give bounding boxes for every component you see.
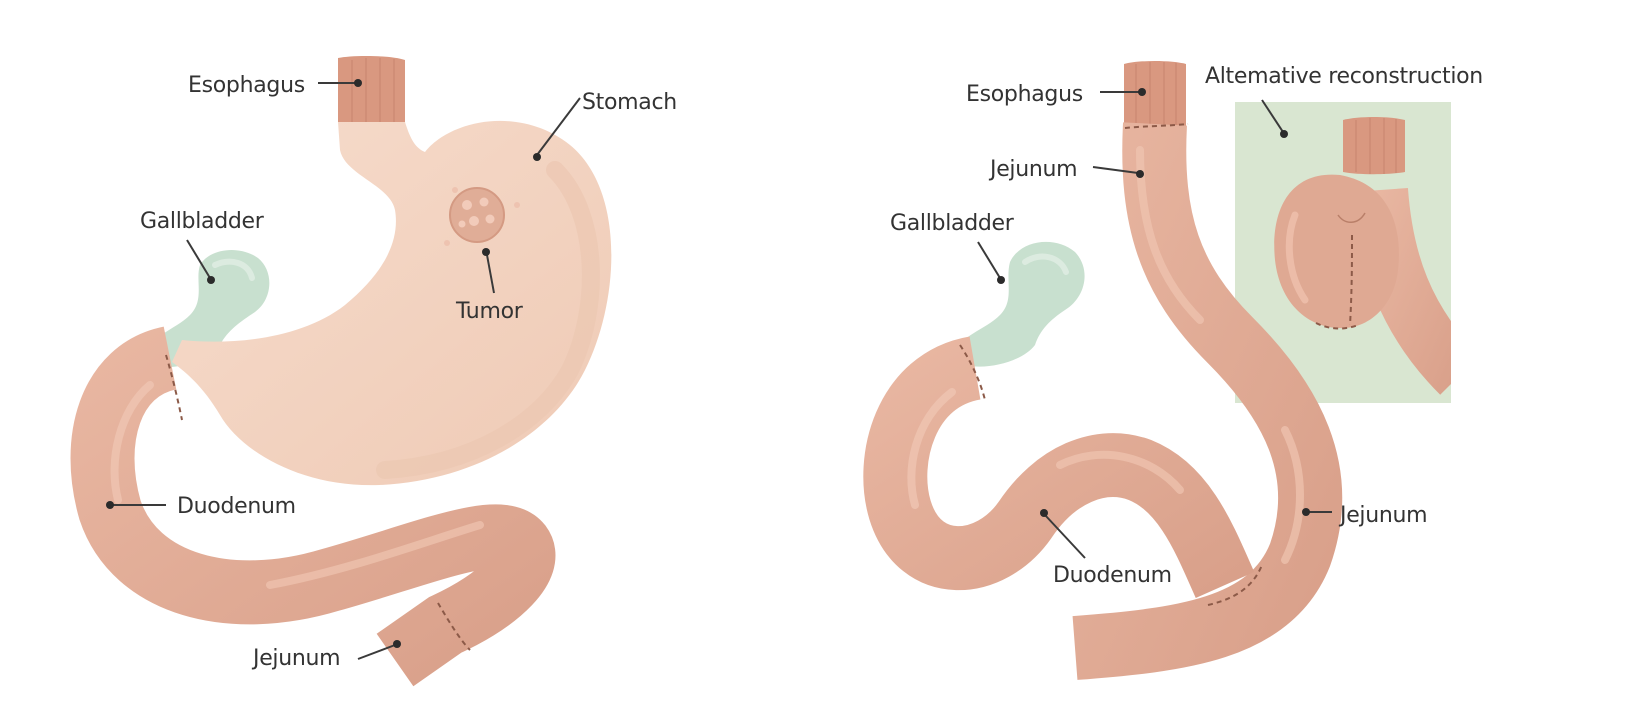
inset-pouch-bottom-seam — [1315, 322, 1359, 330]
left-jejunum-seam — [437, 602, 471, 651]
left-pointer-esophagus — [354, 79, 362, 87]
left-stomach-shading — [376, 161, 600, 479]
left-pointer-stomach — [533, 153, 541, 161]
left-panel: Esophagus Stomach Gallbladder Tumor Duod… — [70, 55, 677, 687]
right-esophagus-shape — [1124, 61, 1186, 129]
right-panel: Esophagus Altemative reconstruction Jeju… — [863, 61, 1483, 680]
right-label-jejunum-upper: Jejunum — [988, 157, 1077, 182]
right-gallbladder-shape — [950, 241, 1085, 367]
left-duodenum-highlight — [110, 381, 154, 504]
left-esophagus-shape — [338, 55, 405, 125]
inset-pouch-shape — [1274, 174, 1399, 329]
left-label-esophagus: Esophagus — [188, 73, 305, 98]
left-label-jejunum: Jejunum — [251, 646, 340, 671]
left-tumor-shape — [444, 187, 520, 246]
left-pointer-jejunum — [393, 640, 401, 648]
left-label-stomach: Stomach — [582, 90, 677, 115]
left-label-tumor: Tumor — [455, 299, 524, 324]
right-esophagojejunal-seam — [1124, 123, 1189, 129]
right-pointer-jejunum-lower — [1302, 508, 1310, 516]
right-label-gallbladder: Gallbladder — [890, 211, 1015, 236]
right-label-esophagus: Esophagus — [966, 82, 1083, 107]
right-pointer-esophagus — [1138, 88, 1146, 96]
left-duodenum-shape — [70, 326, 556, 687]
right-jejunum-limb-shape — [1072, 122, 1343, 680]
left-gallbladder-highlight — [212, 258, 255, 281]
right-label-jejunum-lower: Jejunum — [1338, 503, 1427, 528]
right-pointer-gallbladder — [997, 276, 1005, 284]
right-pointer-duodenum — [1040, 509, 1048, 517]
inset-pointer — [1280, 130, 1288, 138]
left-label-duodenum: Duodenum — [177, 494, 296, 519]
inset-esophagus-shape — [1343, 117, 1405, 175]
inset-title: Altemative reconstruction — [1205, 64, 1483, 89]
left-label-gallbladder: Gallbladder — [140, 209, 265, 234]
left-pointer-duodenum — [106, 501, 114, 509]
right-duodenal-stump-seam — [959, 344, 986, 401]
right-duodenum-shape — [863, 336, 1255, 598]
left-pointer-gallbladder — [207, 276, 215, 284]
right-pointer-jejunum-upper — [1136, 170, 1144, 178]
right-label-duodenum: Duodenum — [1053, 563, 1172, 588]
left-gallbladder-shape — [140, 249, 270, 368]
left-pointer-tumor — [482, 248, 490, 256]
left-jejunum-highlight — [266, 521, 484, 589]
